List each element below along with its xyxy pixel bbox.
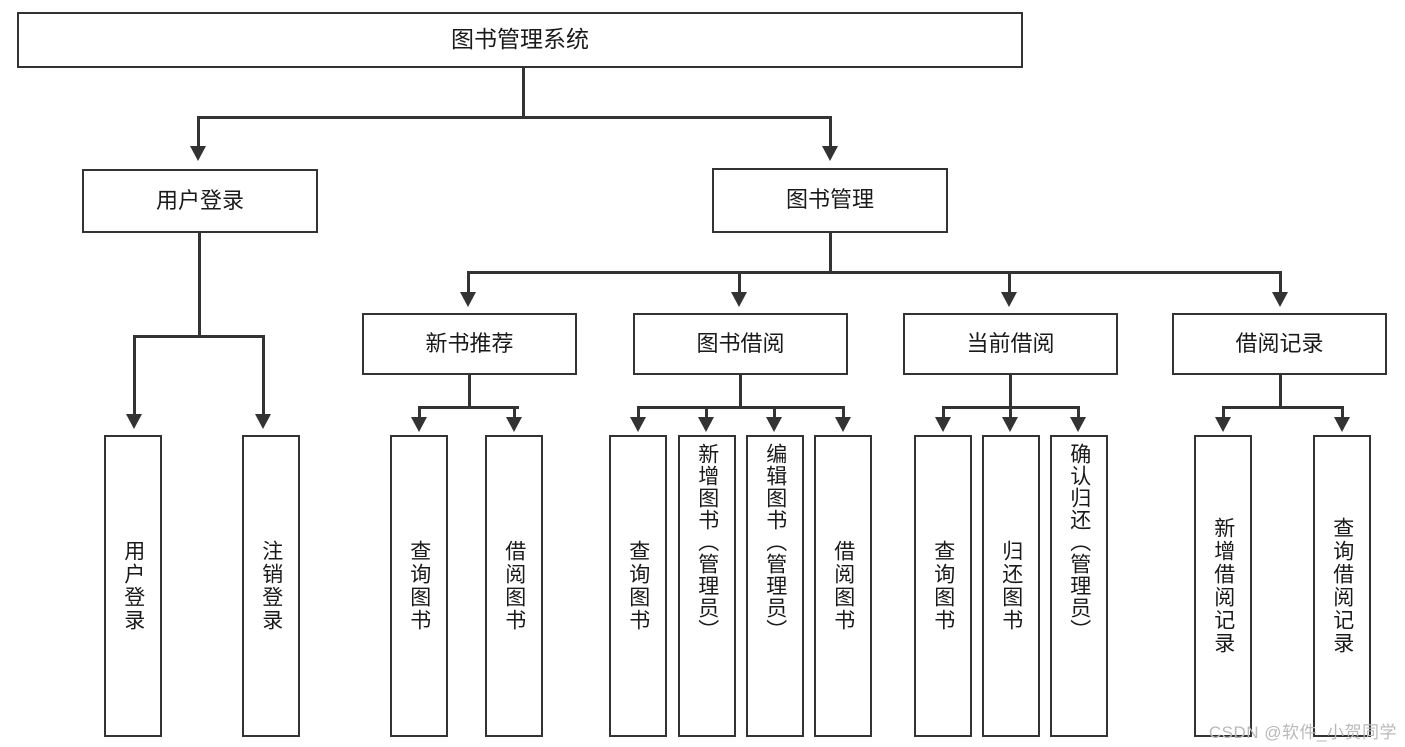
connector-cb-c3	[1077, 406, 1080, 419]
connector-root-right-drop	[829, 116, 832, 148]
connector-user-login-c2	[262, 335, 265, 417]
arrow-nb-2	[506, 417, 522, 432]
leaf-newbook-query-label: 查询图书	[407, 540, 431, 632]
arrow-to-current-borrow	[1001, 292, 1017, 307]
leaf-current-confirm[interactable]: 确认归还（管理员）	[1050, 435, 1108, 737]
leaf-record-query[interactable]: 查询借阅记录	[1313, 435, 1371, 737]
node-new-book[interactable]: 新书推荐	[362, 313, 577, 375]
leaf-borrow-add[interactable]: 新增图书（管理员）	[678, 435, 736, 737]
arrow-to-new-book	[460, 292, 476, 307]
connector-borrow-book-drop	[739, 375, 742, 408]
arrow-to-leaf-logout	[255, 414, 271, 429]
leaf-logout-label: 注销登录	[259, 540, 283, 632]
connector-cb-c2	[1009, 406, 1012, 419]
leaf-newbook-query[interactable]: 查询图书	[390, 435, 448, 737]
connector-borrow-record-drop	[1279, 375, 1282, 408]
leaf-borrow-lend[interactable]: 借阅图书	[814, 435, 872, 737]
leaf-record-query-label: 查询借阅记录	[1330, 517, 1354, 655]
arrow-bb-3	[766, 417, 782, 432]
connector-book-manage-bus	[467, 271, 1281, 274]
connector-new-book-bus	[418, 406, 519, 409]
connector-cb-c1	[942, 406, 945, 419]
connector-book-manage-drop	[829, 233, 832, 273]
arrow-bb-2	[698, 417, 714, 432]
watermark: CSDN @软件_小贺同学	[1208, 723, 1397, 742]
connector-bm-c1	[467, 271, 470, 294]
arrow-cb-2	[1002, 417, 1018, 432]
node-borrow-book-label: 图书借阅	[696, 330, 785, 356]
leaf-record-add-label: 新增借阅记录	[1211, 517, 1235, 655]
connector-nb-c2	[513, 406, 516, 419]
arrow-to-user-login	[190, 146, 206, 161]
connector-bb-c4	[842, 406, 845, 419]
leaf-user-login[interactable]: 用户登录	[104, 435, 162, 737]
leaf-current-confirm-label: 确认归还（管理员）	[1067, 443, 1091, 641]
node-borrow-book[interactable]: 图书借阅	[633, 313, 848, 375]
arrow-br-2	[1334, 417, 1350, 432]
arrow-br-1	[1215, 417, 1231, 432]
connector-user-login-bus	[133, 335, 264, 338]
arrow-cb-1	[935, 417, 951, 432]
arrow-to-book-manage	[822, 146, 838, 161]
connector-bm-c3	[1008, 271, 1011, 294]
node-current-borrow[interactable]: 当前借阅	[903, 313, 1118, 375]
node-root[interactable]: 图书管理系统	[17, 12, 1023, 68]
arrow-to-leaf-user-login	[126, 414, 142, 429]
arrow-nb-1	[411, 417, 427, 432]
node-user-login-label: 用户登录	[155, 187, 244, 213]
node-root-label: 图书管理系统	[451, 26, 589, 53]
arrow-bb-1	[630, 417, 646, 432]
connector-root-drop	[522, 68, 525, 117]
node-book-manage-label: 图书管理	[785, 187, 874, 213]
leaf-user-login-label: 用户登录	[121, 540, 145, 632]
connector-current-borrow-drop	[1009, 375, 1012, 408]
node-borrow-record[interactable]: 借阅记录	[1172, 313, 1387, 375]
connector-user-login-c1	[133, 335, 136, 417]
connector-new-book-drop	[468, 375, 471, 408]
connector-br-c1	[1222, 406, 1225, 419]
connector-root-bus	[197, 116, 832, 119]
connector-root-left-drop	[197, 116, 200, 148]
connector-bm-c2	[738, 271, 741, 294]
node-borrow-record-label: 借阅记录	[1235, 330, 1324, 356]
leaf-borrow-query[interactable]: 查询图书	[609, 435, 667, 737]
leaf-newbook-borrow[interactable]: 借阅图书	[485, 435, 543, 737]
leaf-newbook-borrow-label: 借阅图书	[502, 540, 526, 632]
connector-user-login-drop	[198, 233, 201, 337]
connector-br-c2	[1341, 406, 1344, 419]
leaf-borrow-edit-label: 编辑图书（管理员）	[763, 443, 787, 641]
connector-nb-c1	[418, 406, 421, 419]
arrow-to-borrow-record	[1272, 292, 1288, 307]
connector-borrow-record-bus	[1222, 406, 1342, 409]
node-current-borrow-label: 当前借阅	[966, 330, 1055, 356]
connector-bb-c3	[773, 406, 776, 419]
leaf-borrow-query-label: 查询图书	[626, 540, 650, 632]
leaf-borrow-lend-label: 借阅图书	[831, 540, 855, 632]
leaf-logout[interactable]: 注销登录	[242, 435, 300, 737]
node-new-book-label: 新书推荐	[425, 330, 514, 356]
leaf-current-return-label: 归还图书	[999, 540, 1023, 632]
leaf-current-query-label: 查询图书	[931, 540, 955, 632]
leaf-borrow-edit[interactable]: 编辑图书（管理员）	[746, 435, 804, 737]
arrow-bb-4	[835, 417, 851, 432]
leaf-borrow-add-label: 新增图书（管理员）	[695, 443, 719, 641]
leaf-record-add[interactable]: 新增借阅记录	[1194, 435, 1252, 737]
connector-bb-c1	[637, 406, 640, 419]
connector-bb-c2	[705, 406, 708, 419]
connector-borrow-book-bus	[637, 406, 845, 409]
leaf-current-query[interactable]: 查询图书	[914, 435, 972, 737]
arrow-to-borrow-book	[731, 292, 747, 307]
connector-bm-c4	[1279, 271, 1282, 294]
node-user-login[interactable]: 用户登录	[82, 169, 318, 233]
node-book-manage[interactable]: 图书管理	[712, 168, 948, 233]
leaf-current-return[interactable]: 归还图书	[982, 435, 1040, 737]
arrow-cb-3	[1070, 417, 1086, 432]
